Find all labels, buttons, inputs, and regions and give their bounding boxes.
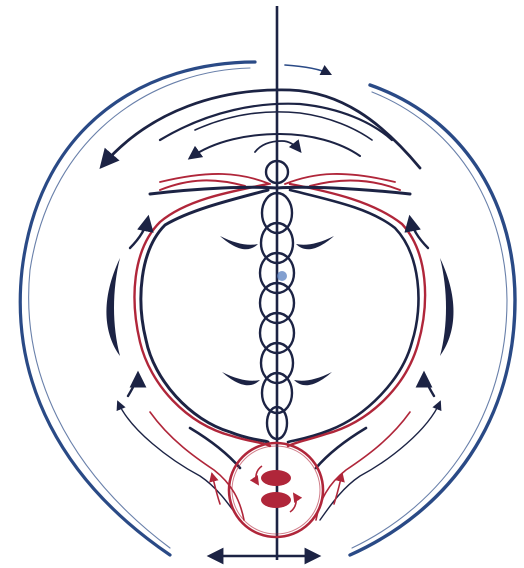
top-arc-large bbox=[102, 90, 420, 168]
lower-red-lens bbox=[261, 492, 291, 508]
outer-arc-right-inner bbox=[352, 92, 507, 548]
top-arc-mid-inner bbox=[195, 112, 372, 140]
outer-arc-left bbox=[20, 62, 255, 555]
left-lens bbox=[106, 258, 120, 356]
top-arrow-arcs bbox=[102, 90, 420, 168]
spine-blue-accent bbox=[277, 271, 287, 281]
outer-arc-right bbox=[350, 85, 515, 555]
right-lens bbox=[440, 258, 454, 356]
side-arrows bbox=[128, 218, 434, 396]
outer-arc-top-right bbox=[285, 65, 330, 74]
navy-helix-loop bbox=[141, 190, 419, 442]
top-arc-small bbox=[190, 134, 360, 158]
outer-arc-left-inner bbox=[29, 68, 250, 548]
top-bar bbox=[150, 174, 410, 194]
upper-red-lens bbox=[261, 470, 291, 486]
